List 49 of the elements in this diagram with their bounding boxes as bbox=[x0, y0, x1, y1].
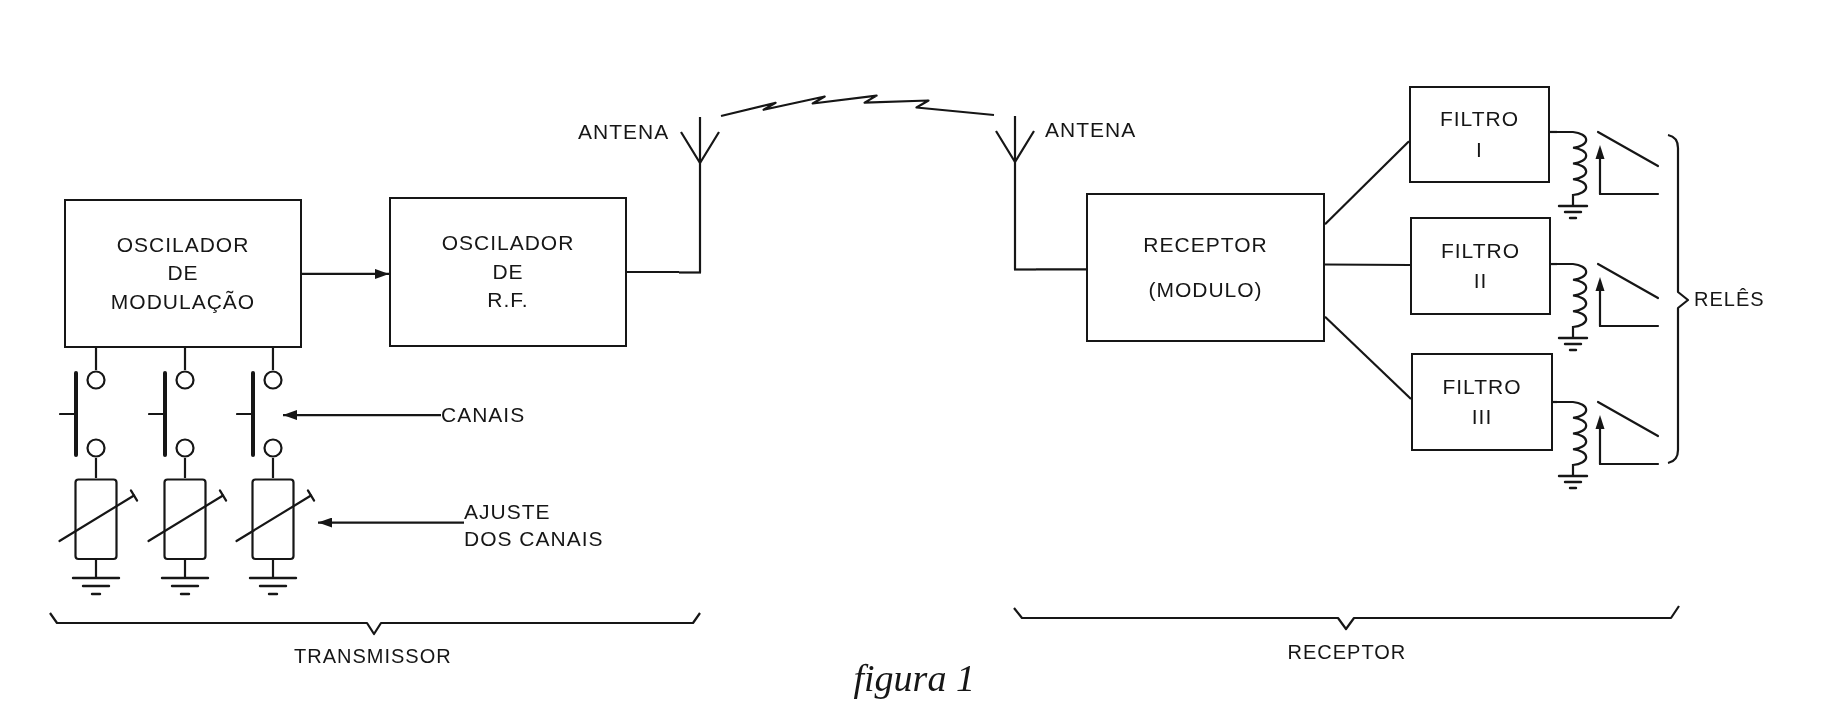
leader-arrow bbox=[318, 517, 464, 528]
relay-symbol bbox=[1557, 128, 1661, 220]
push-switch-symbol bbox=[236, 370, 283, 458]
process-box bbox=[1411, 353, 1553, 451]
brace-label: TRANSMISSOR bbox=[294, 645, 452, 668]
process-box bbox=[1410, 217, 1551, 315]
block-label: FILTRO II bbox=[1440, 237, 1521, 294]
connector-line bbox=[1324, 315, 1412, 400]
connector-line bbox=[271, 348, 275, 370]
block-label: FILTRO I bbox=[1439, 106, 1520, 163]
brace-label: RECEPTOR bbox=[1287, 641, 1407, 664]
callout-label: CANAIS bbox=[441, 403, 526, 428]
block-label: FILTRO III bbox=[1442, 373, 1522, 430]
process-box bbox=[1086, 193, 1325, 342]
antenna-symbol bbox=[994, 115, 1036, 271]
connector-line bbox=[1553, 400, 1557, 404]
block-label: RECEPTOR (MODULO) bbox=[1143, 231, 1268, 303]
connector-line bbox=[94, 348, 98, 370]
brace-label: RELÊS bbox=[1694, 288, 1765, 311]
connector-line bbox=[271, 458, 275, 478]
process-box bbox=[389, 197, 627, 347]
connector-line bbox=[183, 458, 187, 478]
variable-resistor-symbol bbox=[56, 478, 141, 598]
connector-line bbox=[1036, 268, 1086, 271]
process-box bbox=[1409, 86, 1550, 183]
zigzag-line bbox=[720, 94, 995, 118]
antenna-label: ANTENA bbox=[578, 119, 670, 145]
figure-caption: figura 1 bbox=[853, 656, 975, 700]
variable-resistor-symbol bbox=[233, 478, 318, 598]
antenna-label: ANTENA bbox=[1045, 117, 1137, 143]
relay-symbol bbox=[1557, 260, 1661, 352]
arrow bbox=[302, 268, 389, 279]
connector-line bbox=[183, 348, 187, 370]
block-label: OSCILADOR DE R.F. bbox=[441, 230, 575, 314]
leader-arrow bbox=[283, 410, 441, 421]
antenna-symbol bbox=[679, 116, 721, 274]
connector-line bbox=[1550, 130, 1557, 134]
callout-label: AJUSTE DOS CANAIS bbox=[464, 498, 604, 553]
push-switch-symbol bbox=[148, 370, 195, 458]
process-box bbox=[64, 199, 302, 348]
connector-line bbox=[1551, 262, 1557, 266]
connector-line bbox=[627, 270, 679, 274]
connector-line bbox=[94, 458, 98, 478]
connector-line bbox=[1325, 263, 1410, 267]
relay-symbol bbox=[1557, 398, 1661, 490]
block-label: OSCILADOR DE MODULAÇÃO bbox=[110, 231, 256, 315]
push-switch-symbol bbox=[59, 370, 106, 458]
variable-resistor-symbol bbox=[145, 478, 230, 598]
connector-line bbox=[1324, 140, 1410, 226]
